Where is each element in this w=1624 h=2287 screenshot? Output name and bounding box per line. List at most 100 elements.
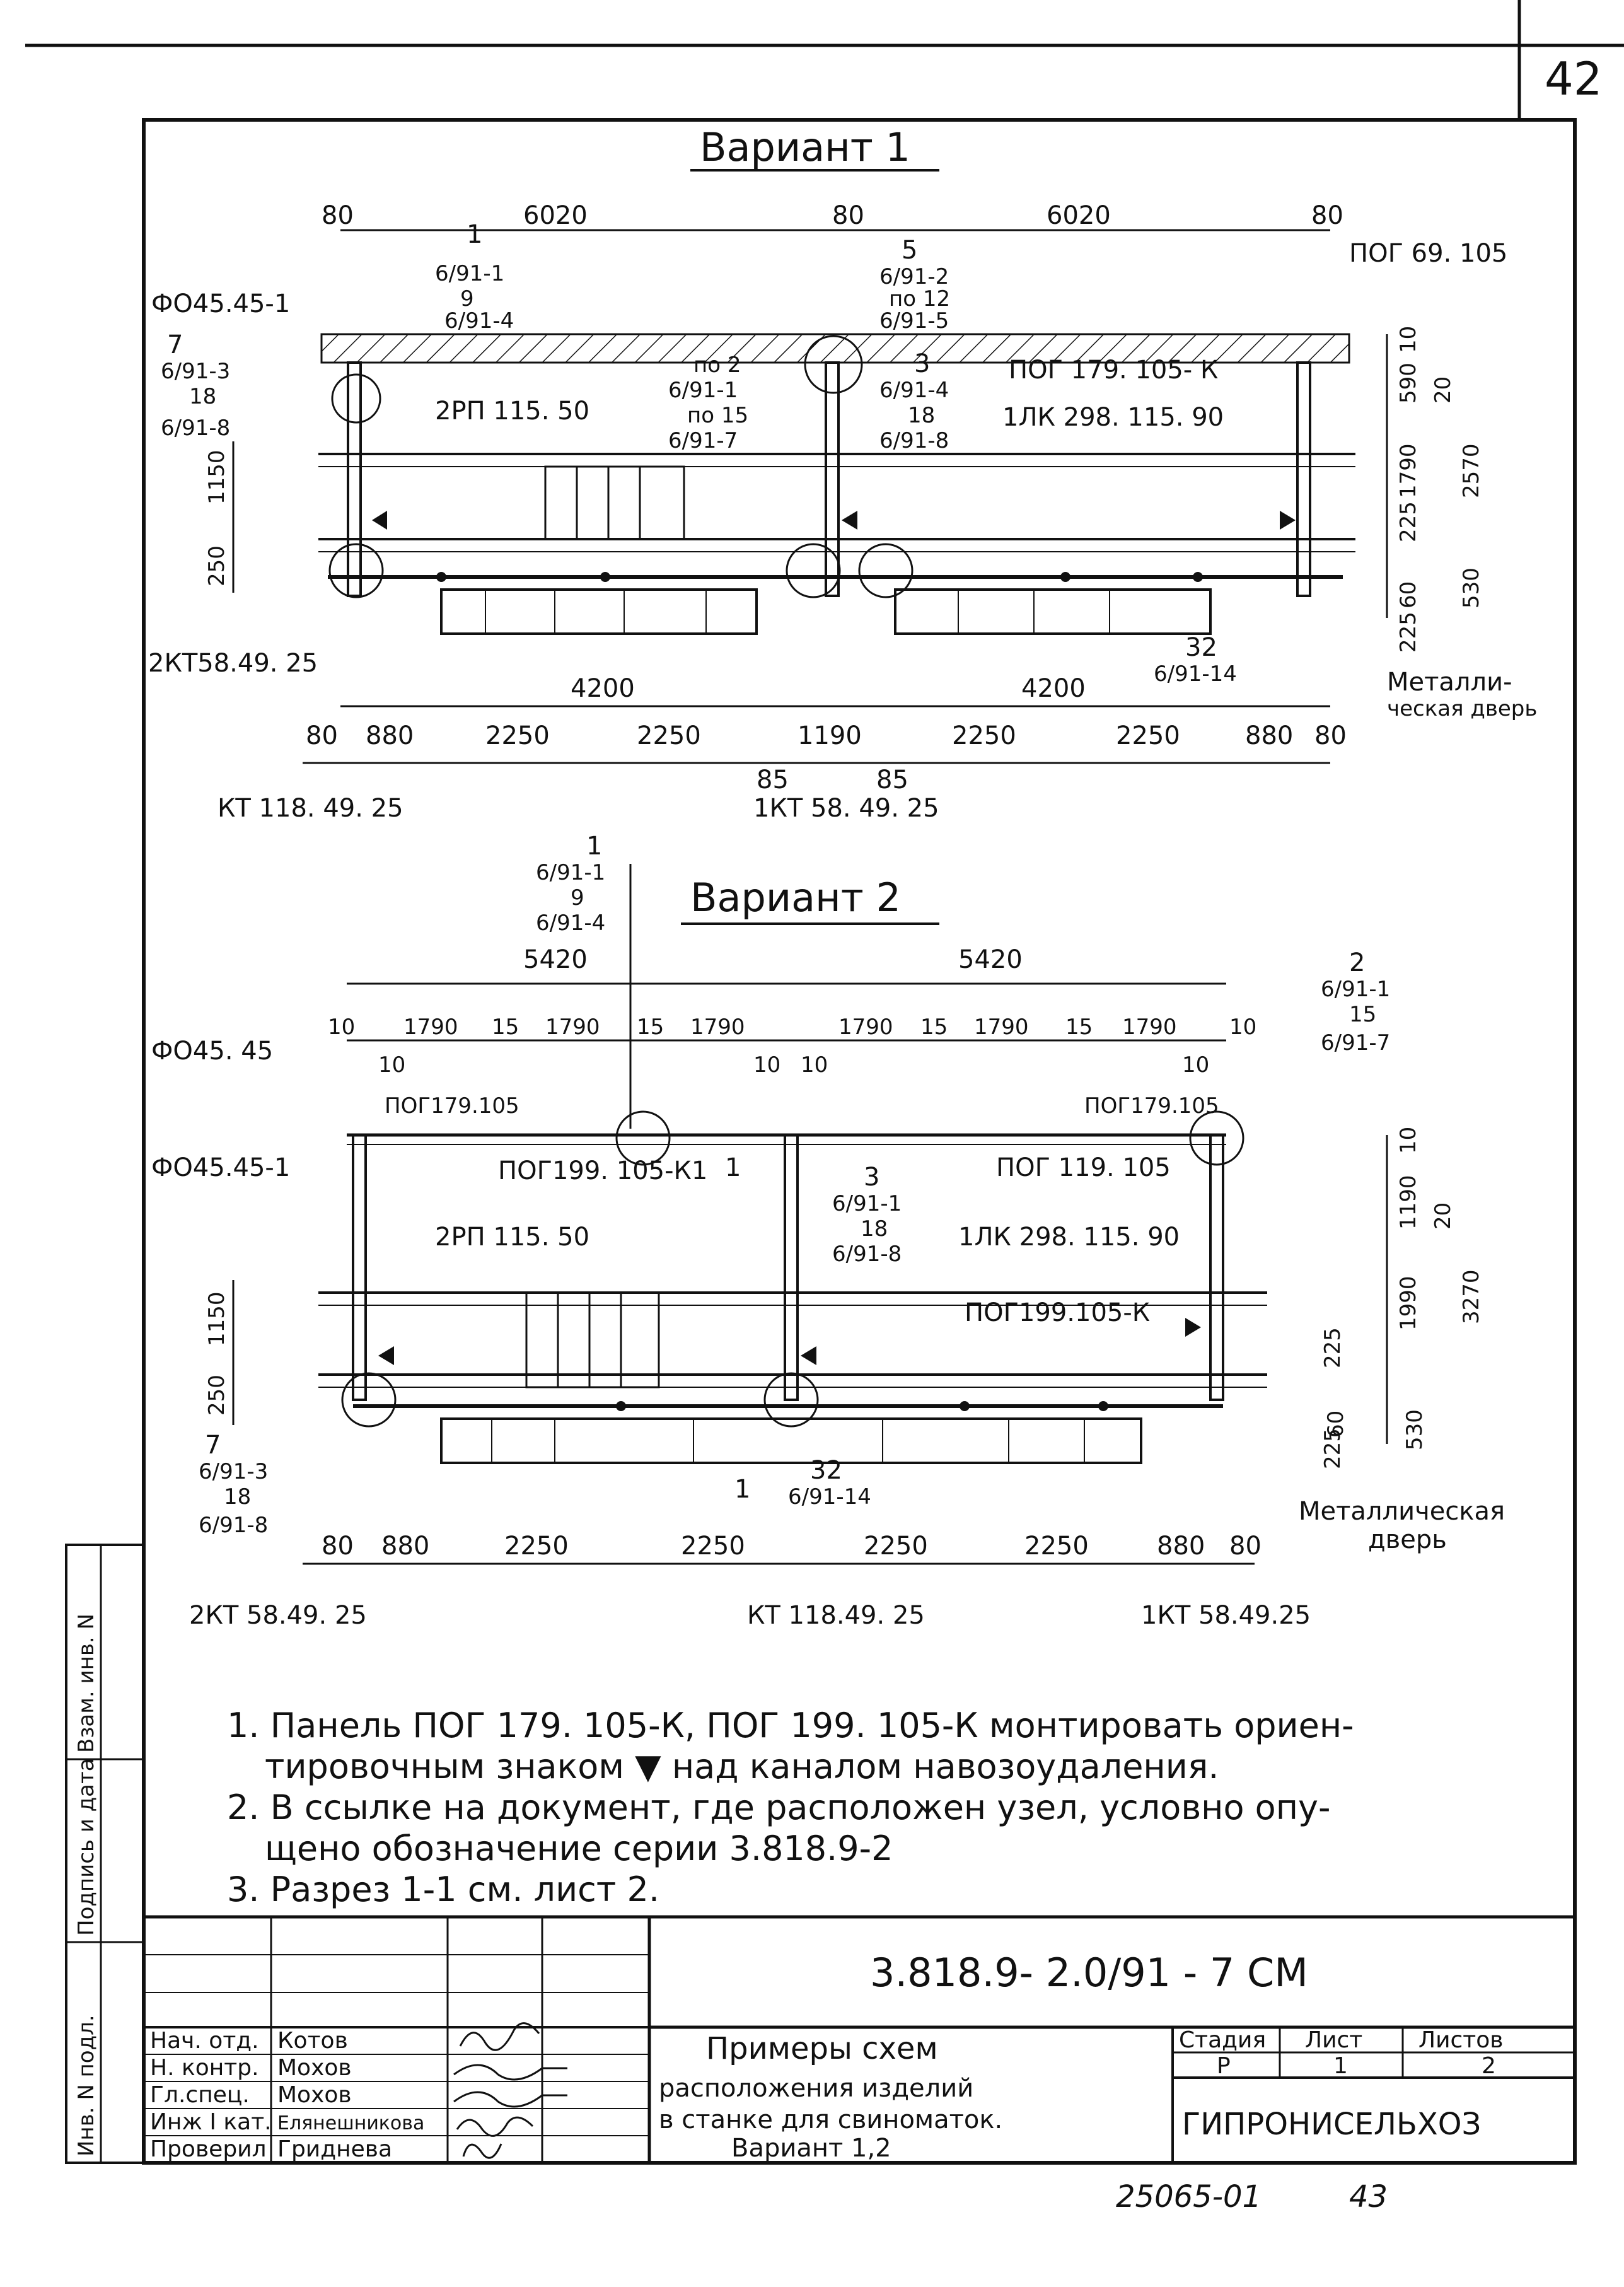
signature-3 (453, 2091, 567, 2108)
variant1-plan: Вариант 1 80 6020 80 6020 80 (148, 124, 1537, 823)
v2-rdim-0: 10 (1396, 1127, 1421, 1154)
v2-rdim-3: 1990 (1396, 1276, 1421, 1330)
v2-ldim-0: 1150 (204, 1291, 229, 1346)
stage-label: Стадия (1179, 2027, 1266, 2053)
v1-ref-node1-top: 6/91-1 (435, 261, 504, 286)
v1-bdim-6: 2250 (1116, 721, 1180, 750)
v2-idim-1: 10 (753, 1052, 780, 1078)
v1-label-rp: 2РП 115. 50 (435, 397, 589, 426)
v2-label-kt-left: 2КТ 58.49. 25 (189, 1601, 367, 1630)
v2-label-lk: 1ЛК 298. 115. 90 (958, 1223, 1180, 1252)
title-line-1: расположения изделий (659, 2074, 973, 2103)
name-3: Елянешникова (277, 2112, 424, 2134)
v2-bdim-2: 2250 (504, 1532, 569, 1561)
v2-bdim-6: 880 (1157, 1532, 1205, 1561)
v2-tdim-4: 15 (637, 1015, 664, 1040)
v2-label-pog179a: ПОГ179.105 (385, 1093, 519, 1119)
v1-ref-node2-c: 6/91-7 (668, 428, 738, 453)
v1-mdim-0: 4200 (571, 674, 635, 703)
v2-ref-node2-bot: 6/91-7 (1321, 1030, 1390, 1056)
v2-ref-node32-bot: 6/91-14 (788, 1484, 871, 1510)
v2-rdim-4: 3270 (1459, 1269, 1484, 1324)
v1-dim-top-4: 80 (1311, 201, 1343, 230)
v1-ref-node7: 7 (167, 330, 183, 359)
v2-tdim-0: 10 (328, 1015, 355, 1040)
v1-ref-node1-mid: 9 (460, 286, 474, 311)
org-name: ГИПРОНИСЕЛЬХОЗ (1182, 2107, 1481, 2142)
note-line-2: тировочным знаком ▼ над каналом навозоуд… (265, 1747, 1219, 1786)
v1-rdim-4: 2570 (1459, 443, 1484, 498)
v1-ref-node3-mid: 18 (908, 403, 935, 428)
stamp-inv-podl: Инв. N подл. (74, 2015, 99, 2156)
v1-bdim-2: 2250 (485, 721, 550, 750)
v2-ref-node3-top: 6/91-1 (832, 1191, 902, 1216)
v2-label-pog119: ПОГ 119. 105 (996, 1153, 1171, 1182)
v2-tdim-11: 10 (1229, 1015, 1256, 1040)
v1-ref-node2-a: 6/91-1 (668, 378, 738, 403)
v1-rdim-1: 590 (1396, 363, 1421, 404)
v2-bdim-4: 2250 (864, 1532, 928, 1561)
notes: 1. Панель ПОГ 179. 105-К, ПОГ 199. 105-К… (227, 1706, 1354, 1909)
v2-ref-node2-mid: 15 (1349, 1002, 1376, 1027)
title-line-0: Примеры схем (706, 2031, 938, 2066)
v1-ref-node7-bot: 6/91-8 (161, 416, 230, 441)
v2-ldim-1: 250 (204, 1375, 229, 1416)
v2-tdim-2: 15 (492, 1015, 519, 1040)
v1-rdim-6: 60 (1396, 581, 1421, 608)
v2-tdim-10: 1790 (1122, 1015, 1177, 1040)
signature-5 (462, 2143, 502, 2159)
title-block: 3.818.9- 2.0/91 - 7 СМ Нач. отд. Н. конт… (142, 1915, 1577, 2165)
v2-label-pog179b: ПОГ179.105 (1084, 1093, 1219, 1119)
v1-label-door-2: ческая дверь (1387, 696, 1537, 721)
role-4: Проверил (150, 2136, 267, 2162)
v2-label-kt-right: 1КТ 58.49.25 (1141, 1601, 1311, 1630)
title-line-2: в станке для свиноматок. (659, 2105, 1002, 2134)
v1-ref-node32-bot: 6/91-14 (1154, 661, 1237, 687)
v1-bdim-8: 80 (1314, 721, 1347, 750)
v2-tdim-1: 1790 (403, 1015, 458, 1040)
stamp-vzam: Взам. инв. N (74, 1614, 99, 1753)
v2-label-fo45: ФО45. 45 (151, 1037, 273, 1066)
v2-bdim-7: 80 (1229, 1532, 1262, 1561)
v1-ref-node2-b: по 15 (687, 403, 748, 428)
v2-label-rp: 2РП 115. 50 (435, 1223, 589, 1252)
role-3: Инж I кат. (150, 2109, 272, 2135)
signature-1 (459, 2022, 540, 2051)
v1-bdim-7: 880 (1245, 721, 1293, 750)
name-1: Мохов (277, 2055, 352, 2081)
role-2: Гл.спец. (150, 2082, 250, 2108)
v1-ref-node1-bot: 6/91-4 (444, 308, 514, 334)
v2-rdim-6: 60 (1323, 1411, 1348, 1438)
role-1: Н. контр. (150, 2055, 259, 2081)
archive-number: 25065-01 (1116, 2179, 1262, 2214)
v1-label-kt-mid: КТ 118. 49. 25 (218, 794, 403, 823)
v1-dim-top-3: 6020 (1047, 201, 1111, 230)
v2-tdim-9: 15 (1065, 1015, 1093, 1040)
sheet-label: Лист (1305, 2027, 1362, 2053)
v2-bdim-5: 2250 (1024, 1532, 1089, 1561)
v2-label-pog199k1: ПОГ199. 105-К1 (498, 1156, 707, 1185)
v2-ref-node2-top: 6/91-1 (1321, 977, 1390, 1002)
v1-ref-node5-bot: 6/91-5 (879, 308, 949, 334)
v2-tdim-6: 1790 (838, 1015, 893, 1040)
page-number: 43 (1349, 2179, 1388, 2214)
v1-label-fo: ФО45.45-1 (151, 289, 290, 318)
v2-callout-num: 1 (586, 832, 602, 861)
signature-2 (453, 2064, 567, 2081)
v1-dim-top-0: 80 (322, 201, 354, 230)
v2-label-door-1: Металлическая (1299, 1497, 1505, 1526)
v1-label-kt-right: 1КТ 58. 49. 25 (753, 794, 939, 823)
v2-topbig-0: 5420 (523, 945, 588, 974)
v1-ref-node7-top: 6/91-3 (161, 359, 230, 384)
v1-mdim-1: 4200 (1021, 674, 1086, 703)
v1-bdim-4: 1190 (798, 721, 862, 750)
v1-label-door-1: Металли- (1387, 668, 1512, 697)
v2-label-pog199k: ПОГ199.105-К (965, 1298, 1150, 1327)
v2-ref-node3-mid: 18 (861, 1216, 888, 1242)
v2-idim-0: 10 (378, 1052, 405, 1078)
v2-tdim-5: 1790 (690, 1015, 745, 1040)
v1-rdim-5: 225 (1396, 501, 1421, 542)
v2-ref-section-bottom: 1 (734, 1475, 750, 1504)
